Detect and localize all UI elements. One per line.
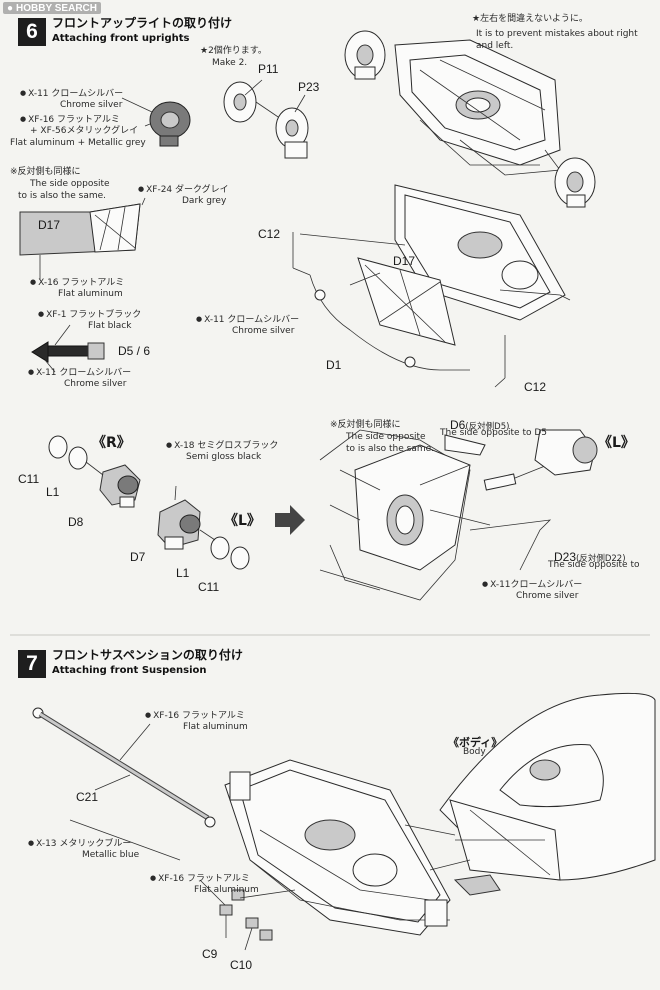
body-mark-en: Body — [463, 747, 486, 757]
make-two-note-jp: ★2個作ります。 — [200, 46, 267, 56]
paint-x18-jp: X-18 セミグロスブラック — [166, 440, 278, 452]
opposite-side-note-en-1: The side opposite — [30, 179, 110, 189]
paint-x13-jp: X-13 メタリックブルー — [28, 838, 131, 850]
paint-x11c-en: Chrome silver — [232, 326, 295, 336]
chassis-uprights-drawing — [344, 30, 596, 208]
suspension-frame-drawing — [224, 759, 451, 936]
part-d23-en: The side opposite to — [548, 560, 640, 570]
paint-x11c-jp: X-11 クロームシルバー — [196, 314, 299, 326]
part-c11-b: C11 — [198, 580, 220, 594]
body-mark-jp: 《ボディ》 — [448, 736, 503, 749]
part-c12-bottom: C12 — [524, 380, 547, 394]
part-d23-group: D23(反対側D22) — [554, 546, 626, 565]
part-d6: D6 — [450, 418, 466, 432]
paint-x11d-en: Chrome silver — [516, 591, 579, 601]
part-l1-a: L1 — [46, 485, 60, 499]
step-7-title-jp: フロントサスペンションの取り付け — [52, 648, 243, 662]
part-c12-top: C12 — [258, 227, 281, 241]
part-d7: D7 — [130, 550, 146, 564]
paint-x18-en: Semi gloss black — [186, 452, 262, 462]
step-6-title-en: Attaching front uprights — [52, 33, 190, 44]
part-c11-a: C11 — [18, 472, 40, 486]
paint-x11b-jp: X-11 クロームシルバー — [28, 367, 131, 379]
part-d6-group: D6(反対側D5) — [450, 414, 509, 433]
paint-x11b-en: Chrome silver — [64, 379, 127, 389]
watermark-text: HOBBY SEARCH — [16, 2, 97, 14]
upright-parts-drawing — [48, 435, 250, 570]
opposite-side-note2-jp: ※反対側も同様に — [330, 420, 401, 430]
paint-xf16b-jp: XF-16 フラットアルミ — [150, 873, 250, 885]
right-side-mark: 《R》 — [92, 435, 131, 451]
paint-xf1-en: Flat black — [88, 321, 132, 331]
step-6-number: 6 — [18, 18, 46, 46]
part-d6-note: (反対側D5) — [465, 422, 510, 432]
arrow-right-icon — [275, 505, 305, 535]
opposite-side-note2-en-2: to is also the same. — [346, 444, 435, 454]
paint-x16-en: Flat aluminum — [58, 289, 123, 299]
lr-caution-note-jp: ★左右を間違えないように。 — [472, 14, 588, 24]
paint-x11d-jp: X-11クロームシルバー — [482, 579, 582, 591]
hub-sample-drawing — [121, 97, 191, 147]
part-d6-en: The side opposite to D5 — [440, 428, 548, 438]
step-7-number: 7 — [18, 650, 46, 678]
opposite-side-note-jp: ※反対側も同様に — [10, 167, 81, 177]
step-7-title-en: Attaching front Suspension — [52, 665, 207, 676]
paint-xf16b-en: Flat aluminum — [194, 885, 259, 895]
paint-xf1-jp: XF-1 フラットブラック — [38, 309, 141, 321]
part-d23-note: (反対側D22) — [576, 554, 626, 564]
upright-assembly-drawing — [319, 429, 598, 601]
lr-caution-note-en-1: It is to prevent mistakes about right — [476, 29, 638, 39]
tie-rod-drawing — [32, 707, 216, 861]
part-c21: C21 — [76, 790, 99, 804]
step-6-title-jp: フロントアップライトの取り付け — [52, 16, 233, 30]
pushrod-drawing — [31, 324, 105, 373]
lr-caution-note-en-2: and left. — [476, 41, 514, 51]
opposite-side-note2-en-1: The side opposite — [346, 432, 426, 442]
paint-x11-en: Chrome silver — [60, 100, 123, 110]
part-c9: C9 — [202, 947, 218, 961]
part-d23: D23 — [554, 550, 577, 564]
paint-x13-en: Metallic blue — [82, 850, 140, 860]
site-watermark: ● HOBBY SEARCH — [3, 2, 101, 14]
d17-arm-drawing — [19, 197, 146, 280]
paint-xf24-en: Dark grey — [182, 196, 227, 206]
left-side-mark-assembly: 《L》 — [598, 435, 635, 451]
bolt-parts-drawing — [199, 879, 296, 951]
part-p11: P11 — [258, 62, 279, 76]
part-d17-frame: D17 — [393, 254, 416, 268]
part-p23: P23 — [298, 80, 320, 94]
body-shell-drawing — [404, 692, 656, 896]
watermark-logo-icon: ● — [7, 2, 14, 14]
brake-disc-drawing — [223, 79, 309, 159]
part-d8: D8 — [68, 515, 84, 529]
part-l1-b: L1 — [176, 566, 190, 580]
part-c10: C10 — [230, 958, 253, 972]
part-d17: D17 — [38, 218, 61, 232]
paint-xf16-jp: XF-16 フラットアルミ — [20, 114, 120, 126]
paint-x11-jp: X-11 クロームシルバー — [20, 88, 123, 100]
paint-xf16-step7-en: Flat aluminum — [183, 722, 248, 732]
make-two-note-en: Make 2. — [212, 58, 248, 68]
opposite-side-note-en-2: to is also the same. — [18, 191, 107, 201]
part-d5-6: D5 / 6 — [118, 344, 151, 358]
paint-xf16-step7-jp: XF-16 フラットアルミ — [145, 710, 245, 722]
paint-mix-en: Flat aluminum + Metallic grey — [10, 138, 146, 148]
paint-xf56-jp: + XF-56メタリックグレイ — [30, 126, 139, 136]
part-d1: D1 — [326, 358, 342, 372]
paint-x16-jp: X-16 フラットアルミ — [30, 277, 124, 289]
paint-xf24-jp: XF-24 ダークグレイ — [138, 184, 229, 196]
left-side-mark: 《L》 — [224, 513, 261, 529]
front-frame-drawing — [292, 184, 571, 388]
